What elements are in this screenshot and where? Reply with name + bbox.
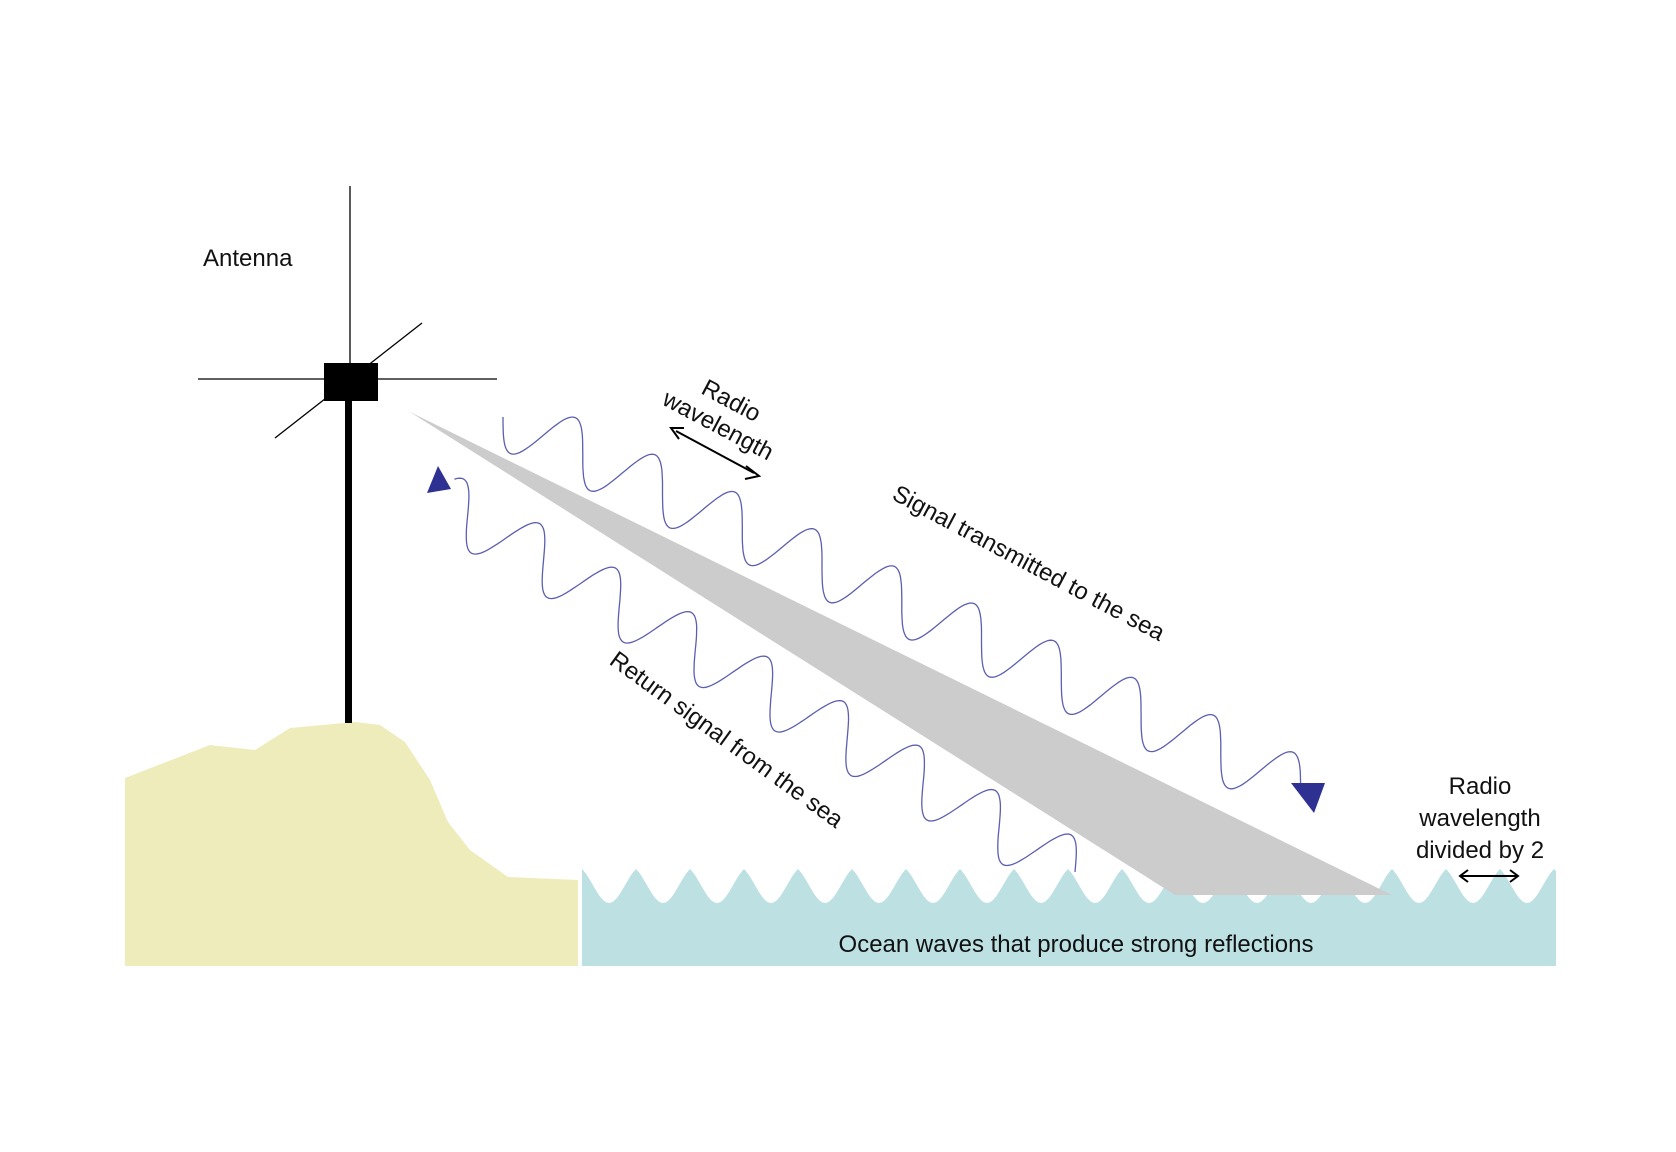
sea-waves — [582, 869, 1556, 966]
antenna-label: Antenna — [203, 245, 293, 272]
radio-wavelength-label: Radio wavelength — [657, 374, 778, 466]
antenna-hub — [324, 363, 378, 401]
half-wavelength-label: Radio wavelength divided by 2 — [1416, 773, 1544, 864]
transmitted-arrowhead — [1291, 783, 1325, 813]
svg-text:Radio: Radio — [1449, 773, 1512, 800]
transmitted-signal-wave — [502, 416, 1302, 794]
radio-wavelength-arrow — [669, 427, 762, 480]
svg-text:wavelength: wavelength — [1418, 805, 1540, 832]
antenna-mast — [345, 395, 352, 723]
half-wavelength-arrow — [1458, 869, 1520, 883]
return-signal-label: Return signal from the sea — [605, 646, 849, 834]
ocean-waves-label: Ocean waves that produce strong reflecti… — [839, 931, 1314, 958]
svg-text:divided by 2: divided by 2 — [1416, 837, 1544, 864]
land-shape — [125, 722, 578, 966]
return-signal-wave — [454, 477, 1077, 873]
radar-beam — [410, 412, 1392, 895]
return-arrowhead — [427, 466, 451, 493]
signal-transmitted-label: Signal transmitted to the sea — [888, 480, 1170, 647]
